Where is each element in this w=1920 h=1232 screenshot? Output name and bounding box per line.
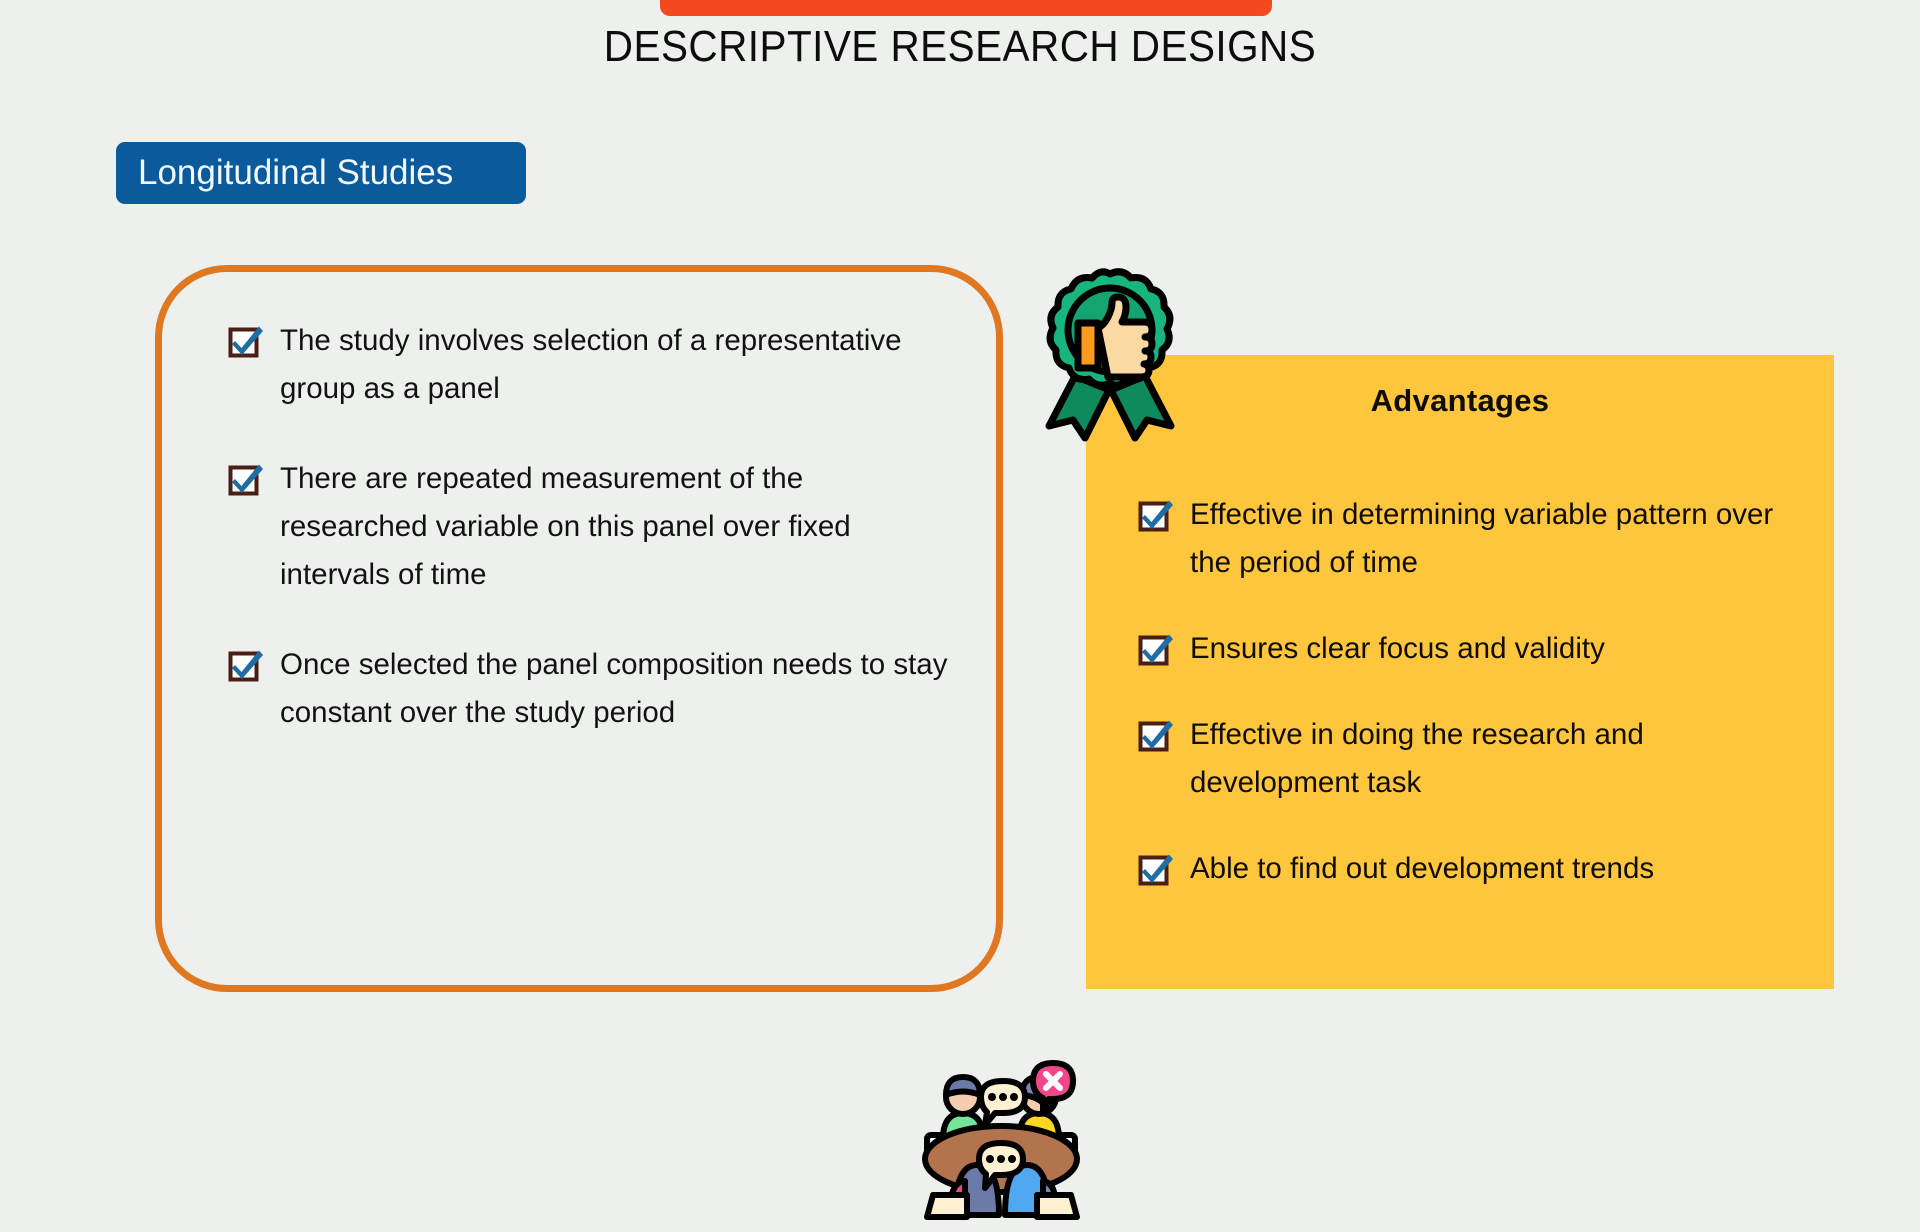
list-item-text: Once selected the panel composition need… [280, 648, 948, 729]
left-bullet-list: The study involves selection of a repres… [228, 317, 958, 737]
longitudinal-studies-card: The study involves selection of a repres… [155, 265, 1080, 1220]
checkbox-checked-icon [228, 648, 263, 682]
list-item-text: Ensures clear focus and validity [1190, 632, 1605, 665]
list-item: Effective in determining variable patter… [1138, 491, 1798, 587]
checkbox-checked-icon [1138, 498, 1173, 532]
checkbox-checked-icon [228, 462, 263, 496]
award-ribbon-thumbs-up-icon [1035, 268, 1185, 443]
list-item-text: Able to find out development trends [1190, 852, 1655, 885]
list-item: Effective in doing the research and deve… [1138, 711, 1798, 807]
list-item-text: Effective in doing the research and deve… [1190, 718, 1644, 799]
list-item: Able to find out development trends [1138, 845, 1798, 893]
list-item-text: There are repeated measurement of the re… [280, 462, 851, 591]
checkbox-checked-icon [1138, 852, 1173, 886]
advantages-panel: Advantages Effective in determining vari… [1086, 355, 1834, 989]
list-item: Once selected the panel composition need… [228, 641, 958, 737]
section-tag-label: Longitudinal Studies [138, 153, 454, 192]
list-item: Ensures clear focus and validity [1138, 625, 1798, 673]
top-accent-bar [660, 0, 1272, 16]
section-tag-longitudinal-studies: Longitudinal Studies [116, 142, 526, 204]
meeting-discussion-icon [907, 1047, 1097, 1227]
list-item-text: The study involves selection of a repres… [280, 324, 902, 405]
advantages-bullet-list: Effective in determining variable patter… [1138, 491, 1798, 931]
checkbox-checked-icon [1138, 632, 1173, 666]
page-title: DESCRIPTIVE RESEARCH DESIGNS [603, 22, 1317, 71]
list-item: The study involves selection of a repres… [228, 317, 958, 413]
checkbox-checked-icon [1138, 718, 1173, 752]
advantages-title: Advantages [1370, 383, 1550, 418]
list-item: There are repeated measurement of the re… [228, 455, 958, 599]
list-item-text: Effective in determining variable patter… [1190, 498, 1774, 579]
checkbox-checked-icon [228, 324, 263, 358]
